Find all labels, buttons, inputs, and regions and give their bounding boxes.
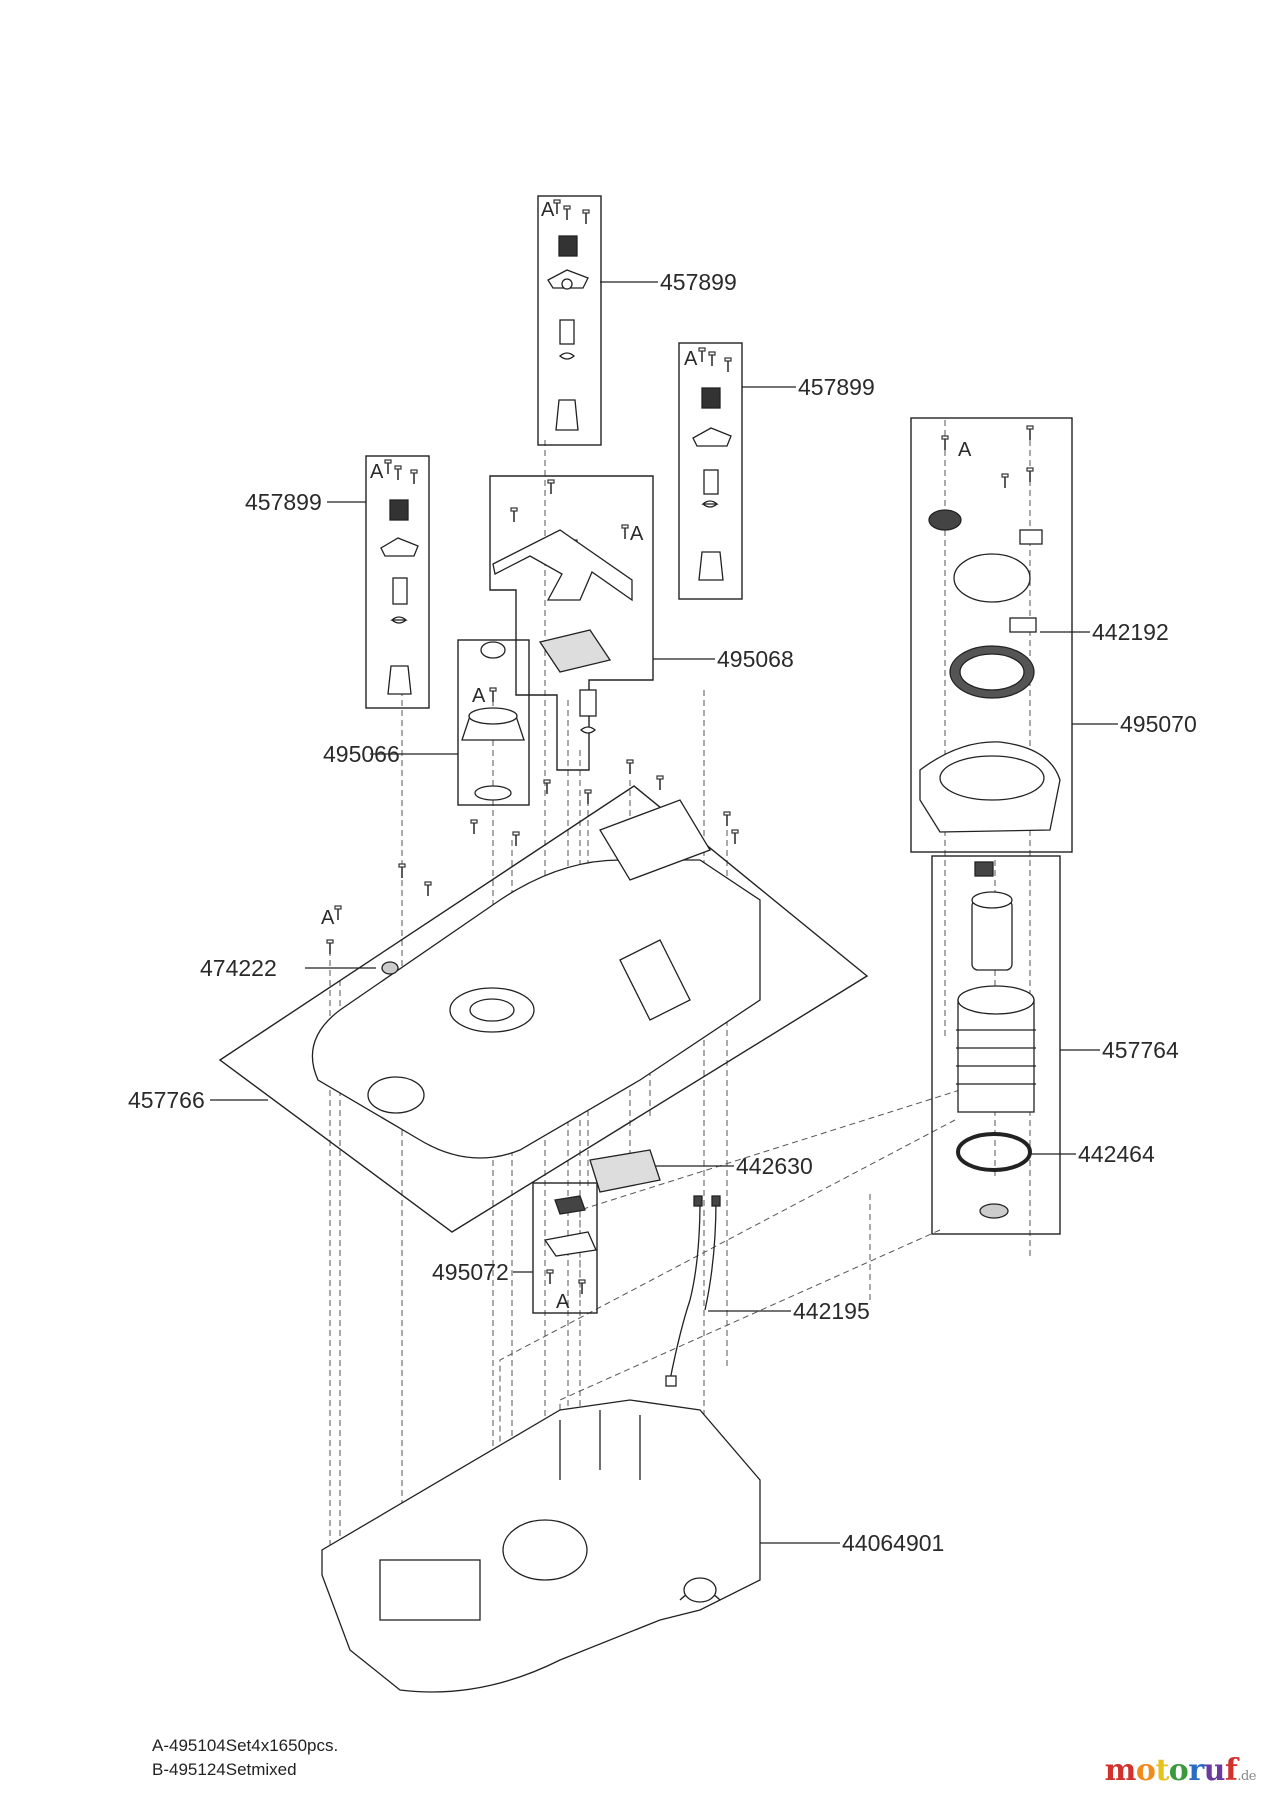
column-parts [380,199,732,801]
part-label-474222: 474222 [200,955,277,981]
marker-a-495068: A [630,523,644,545]
logo-letter: f [1224,1753,1238,1788]
part-label-495072: 495072 [432,1259,509,1285]
logo-letter: t [1155,1753,1169,1788]
part-label-442195: 442195 [793,1298,870,1324]
part-label-495070: 495070 [1120,711,1197,737]
sensor-and-cable-parts [543,1195,721,1387]
part-label-457899-top: 457899 [660,269,737,295]
part-label-457766: 457766 [128,1087,205,1113]
set-b-note: B-495124Setmixed [152,1760,297,1779]
group-boxes [218,195,1073,1314]
logo-letter: u [1203,1753,1226,1788]
marker-a-495066: A [472,685,486,707]
part-label-495066: 495066 [323,741,400,767]
part-label-442464: 442464 [1078,1141,1155,1167]
logo-letter: o [1135,1753,1156,1788]
part-label-44064901: 44064901 [842,1530,944,1556]
gear-housing-parts [919,425,1061,833]
marker-a-cover: A [321,907,335,929]
part-label-457899-left: 457899 [245,489,322,515]
logo-text: motoruf [1105,1753,1238,1788]
logo-letter: m [1104,1753,1137,1788]
motoruf-logo: motoruf.de [1105,1753,1257,1788]
part-label-457899-right: 457899 [798,374,875,400]
marker-a-right: A [684,348,698,370]
leader-lines [210,281,1118,1544]
set-a-note: A-495104Set4x1650pcs. [152,1736,339,1755]
marker-a-495072: A [556,1291,570,1313]
part-label-442192: 442192 [1092,619,1169,645]
base-chassis-part [321,1399,761,1693]
marker-a-top: A [541,199,555,221]
part-label-495068: 495068 [717,646,794,672]
part-label-442630: 442630 [736,1153,813,1179]
logo-letter: o [1168,1753,1189,1788]
part-label-457764: 457764 [1102,1037,1179,1063]
part-number-labels: 457899 457899 457899 495068 442192 49507… [128,269,1197,1556]
motor-parts [956,861,1036,1219]
logo-domain: .de [1237,1769,1256,1784]
set-a-markers: A A A A A A A A [321,199,972,1313]
marker-a-left: A [370,461,384,483]
marker-a-495070: A [958,439,972,461]
top-cover-part [311,799,761,1193]
logo-letter: r [1188,1753,1204,1788]
